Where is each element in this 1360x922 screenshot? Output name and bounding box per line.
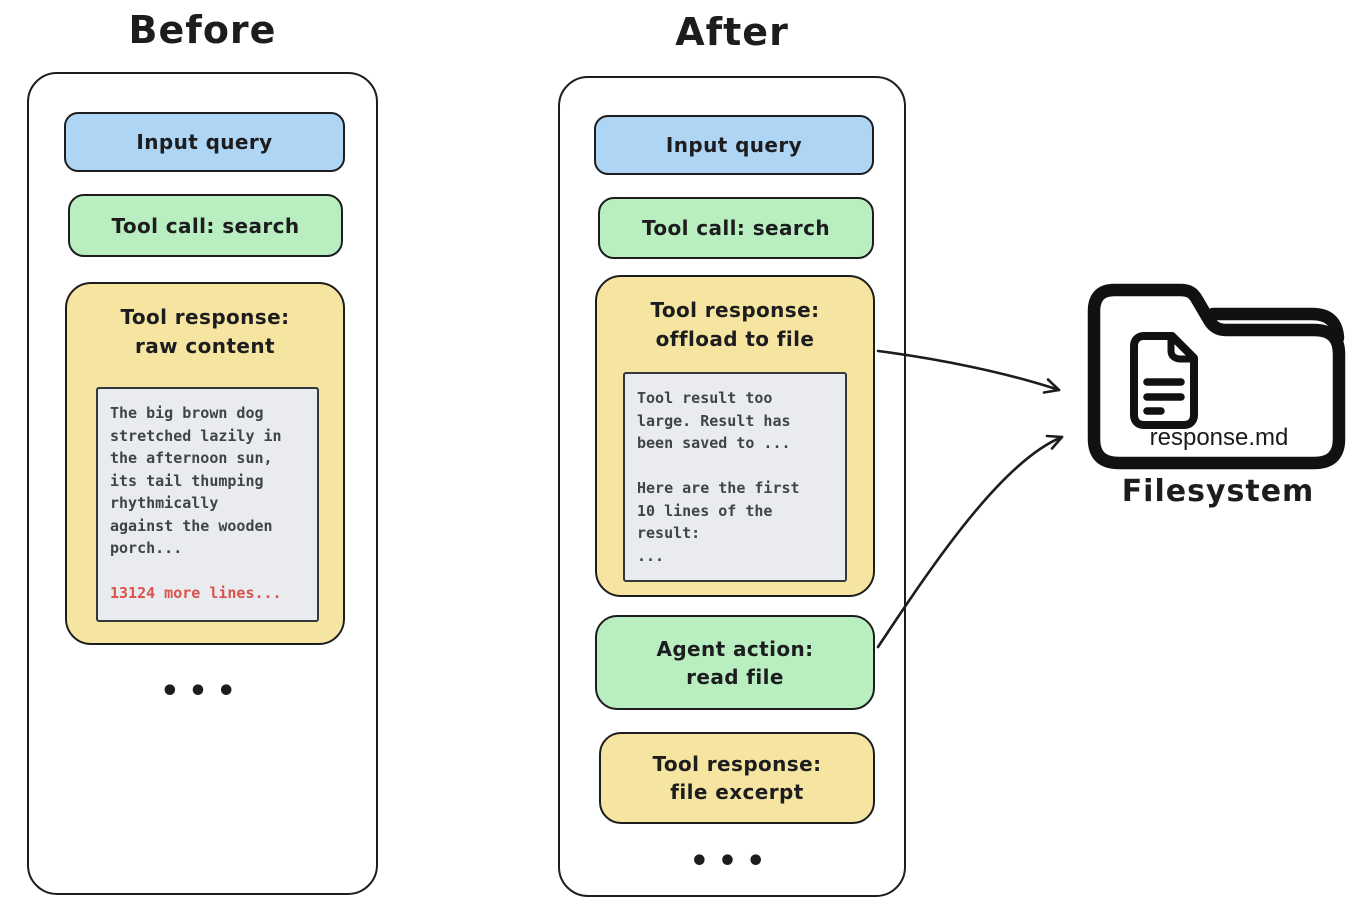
before-input-query-box: Input query [64,112,345,172]
filesystem-label: Filesystem [1121,474,1315,509]
after-column-frame: Input query Tool call: search Tool respo… [558,76,906,897]
folder-icon [1087,283,1346,470]
before-tool-response-box: Tool response: raw content The big brown… [65,282,345,645]
after-tool-response-box: Tool response: offload to file Tool resu… [595,275,875,597]
after-offload-panel: Tool result too large. Result has been s… [623,372,847,582]
after-offload-message: Tool result too large. Result has been s… [637,389,800,565]
before-input-query-label: Input query [136,130,273,154]
after-file-excerpt-box: Tool response: file excerpt [599,732,875,824]
file-name-label: response.md [1149,424,1289,451]
after-heading: After [675,10,789,54]
after-tool-call-box: Tool call: search [598,197,874,259]
before-tool-call-box: Tool call: search [68,194,343,257]
after-input-query-label: Input query [665,133,803,157]
after-tool-call-label: Tool call: search [641,216,831,240]
before-tool-response-title: Tool response: raw content [120,305,290,358]
document-icon [1130,332,1198,429]
after-agent-action-box: Agent action: read file [595,615,875,710]
before-raw-content-panel: The big brown dog stretched lazily in th… [96,387,319,622]
after-file-excerpt-label: Tool response: file excerpt [652,752,822,804]
before-truncation-note: 13124 more lines... [110,583,282,602]
after-ellipsis-dots: ••• [689,844,775,879]
after-agent-action-label: Agent action: read file [656,636,814,689]
before-heading: Before [128,8,277,52]
before-tool-call-label: Tool call: search [111,213,300,238]
before-column-frame: Input query Tool call: search Tool respo… [27,72,378,895]
after-input-query-box: Input query [594,115,874,175]
after-tool-response-title: Tool response: offload to file [650,298,820,351]
before-ellipsis-dots: ••• [160,674,245,709]
before-raw-content-text: The big brown dog stretched lazily in th… [110,404,282,557]
